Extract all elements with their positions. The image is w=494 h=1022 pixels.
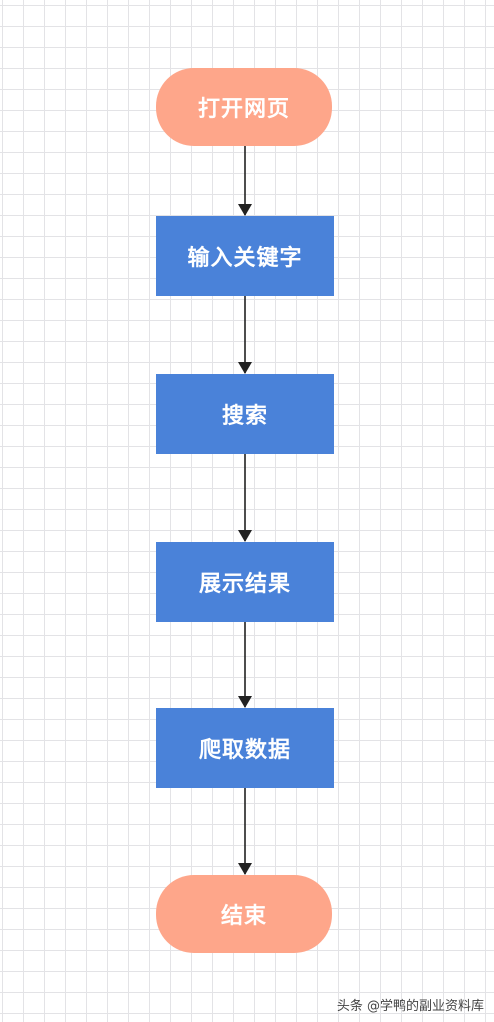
- step-crawl-data[interactable]: 爬取数据: [156, 708, 334, 788]
- step-show-results-label: 展示结果: [198, 572, 291, 597]
- step-input-keyword-label: 输入关键字: [187, 246, 303, 271]
- step-input-keyword[interactable]: 输入关键字: [156, 216, 334, 296]
- watermark-text: 头条 @学鸭的副业资料库: [336, 999, 484, 1014]
- step-search-label: 搜索: [221, 404, 268, 429]
- step-search[interactable]: 搜索: [156, 374, 334, 454]
- end-node[interactable]: 结束: [156, 875, 332, 953]
- start-node-label: 打开网页: [197, 97, 290, 122]
- step-crawl-data-label: 爬取数据: [198, 738, 291, 763]
- end-node-label: 结束: [220, 904, 267, 929]
- step-show-results[interactable]: 展示结果: [156, 542, 334, 622]
- start-node[interactable]: 打开网页: [156, 68, 332, 146]
